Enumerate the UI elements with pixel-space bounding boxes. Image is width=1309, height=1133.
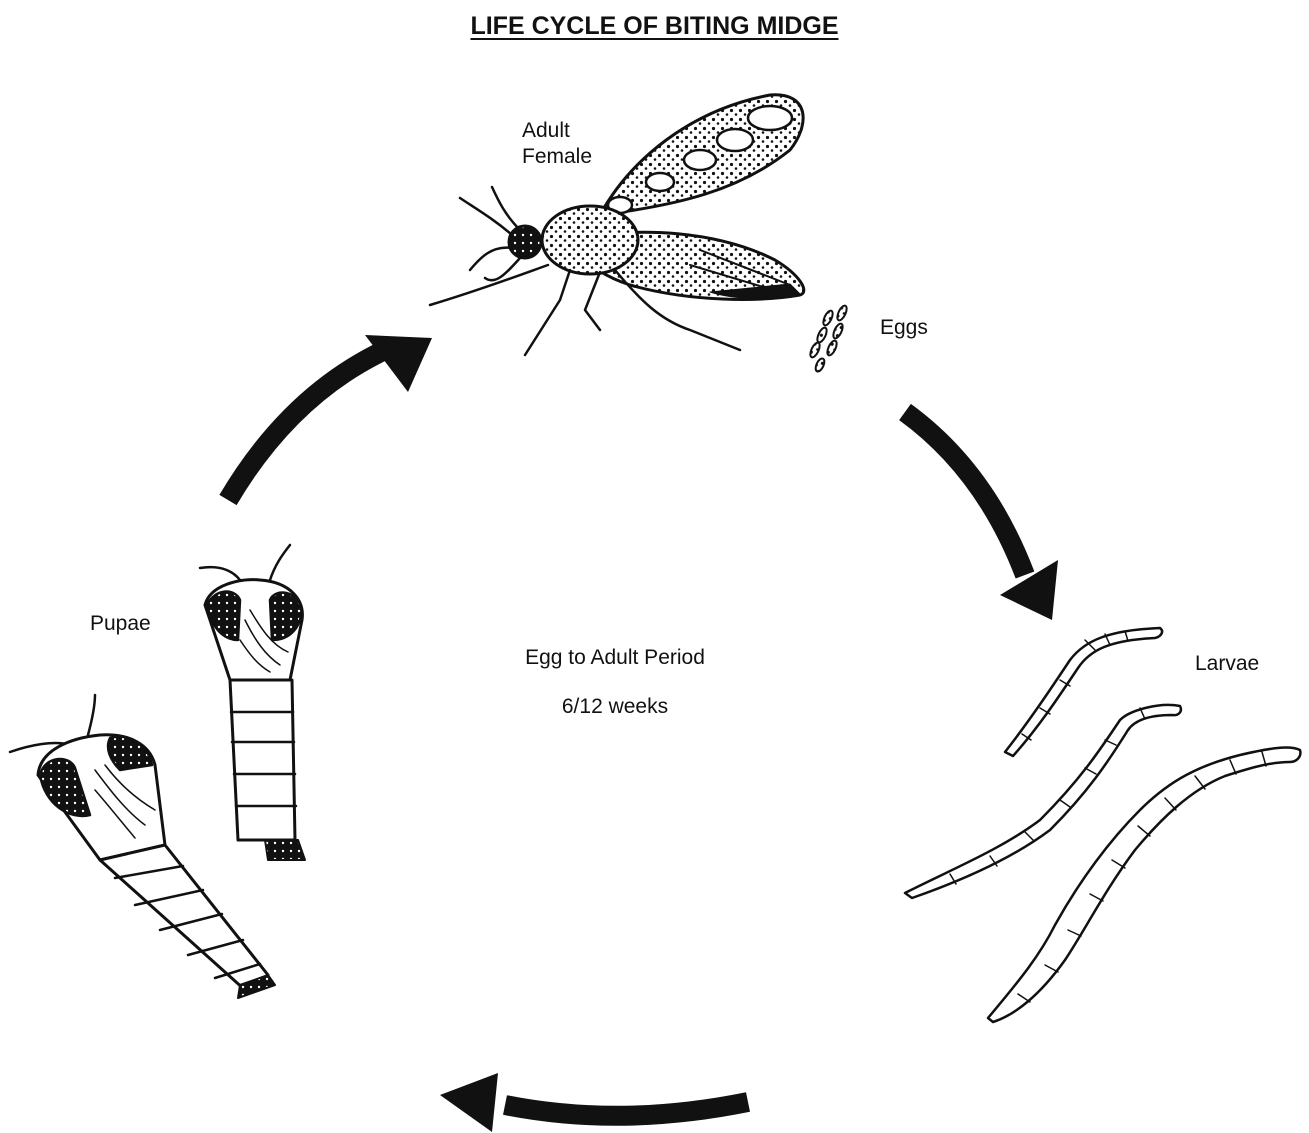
larva-icon [1005, 628, 1162, 756]
pupa-icon [10, 545, 305, 998]
larva-icon [905, 705, 1181, 898]
eggs-icon [808, 304, 848, 373]
adult-label-line1: Adult [522, 118, 592, 144]
cycle-arrow-pupae-to-adult [228, 335, 432, 500]
larvae-label: Larvae [1195, 651, 1259, 677]
cycle-arrow-eggs-to-larvae [905, 412, 1058, 620]
adult-label-line2: Female [522, 144, 592, 170]
larvae-group [905, 628, 1300, 1022]
period-label: Egg to Adult Period [470, 646, 760, 670]
pupae-label: Pupae [90, 611, 151, 637]
adult-female-label: Adult Female [522, 118, 592, 170]
eggs-label: Eggs [880, 315, 928, 341]
larva-icon [988, 748, 1300, 1022]
page-title: LIFE CYCLE OF BITING MIDGE [0, 12, 1309, 41]
duration-label: 6/12 weeks [470, 695, 760, 719]
adult-midge-icon [430, 95, 804, 355]
cycle-arrow-larvae-to-pupae [440, 1073, 748, 1132]
